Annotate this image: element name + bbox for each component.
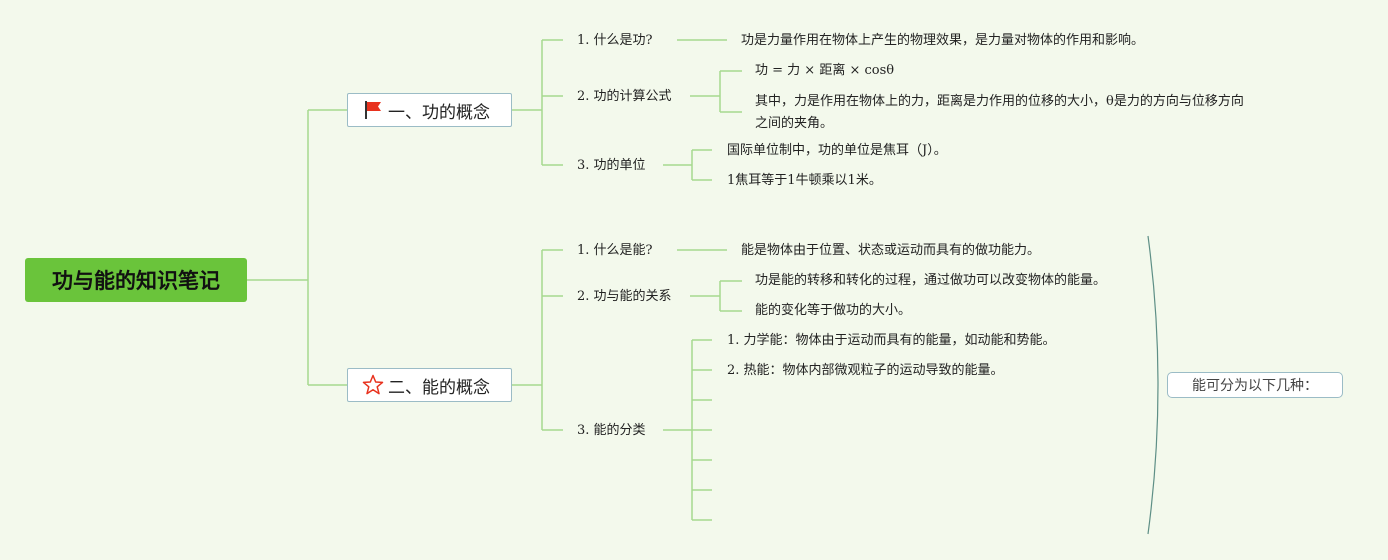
class-mechanical-energy[interactable]: 1. 力学能：物体由于运动而具有的能量，如动能和势能。	[727, 333, 1056, 348]
topic-work-energy-relation[interactable]: 2. 功与能的关系	[577, 289, 672, 304]
branch-label: 一、功的概念	[388, 102, 490, 123]
topic-what-is-work[interactable]: 1. 什么是功?	[577, 33, 653, 48]
work-unit-joule[interactable]: 1焦耳等于1牛顿乘以1米。	[727, 173, 882, 188]
red-flag-icon	[362, 99, 384, 121]
topic-energy-classification[interactable]: 3. 能的分类	[577, 423, 646, 438]
relation-equality[interactable]: 能的变化等于做功的大小。	[755, 303, 912, 318]
work-unit-si[interactable]: 国际单位制中，功的单位是焦耳（J）。	[727, 143, 947, 158]
root-node[interactable]: 功与能的知识笔记	[25, 258, 247, 302]
work-definition[interactable]: 功是力量作用在物体上产生的物理效果，是力量对物体的作用和影响。	[741, 33, 1145, 48]
work-formula-explanation[interactable]: 其中，力是作用在物体上的力，距离是力作用的位移的大小，θ是力的方向与位移方向之间…	[755, 94, 1244, 131]
star-outline-icon	[362, 374, 384, 396]
topic-what-is-energy[interactable]: 1. 什么是能?	[577, 243, 653, 258]
summary-callout[interactable]: 能可分为以下几种：	[1167, 372, 1343, 398]
class-thermal-energy[interactable]: 2. 热能：物体内部微观粒子的运动导致的能量。	[727, 363, 1004, 378]
energy-definition[interactable]: 能是物体由于位置、状态或运动而具有的做功能力。	[741, 243, 1041, 258]
branch-energy-concept[interactable]: 二、能的概念	[347, 368, 512, 402]
work-formula[interactable]: 功 = 力 × 距离 × cosθ	[755, 63, 895, 78]
topic-work-unit[interactable]: 3. 功的单位	[577, 158, 646, 173]
summary-bracket	[1147, 235, 1159, 535]
topic-work-formula[interactable]: 2. 功的计算公式	[577, 89, 672, 104]
branch-label: 二、能的概念	[388, 377, 490, 398]
relation-transfer[interactable]: 功是能的转移和转化的过程，通过做功可以改变物体的能量。	[755, 273, 1107, 288]
branch-work-concept[interactable]: 一、功的概念	[347, 93, 512, 127]
